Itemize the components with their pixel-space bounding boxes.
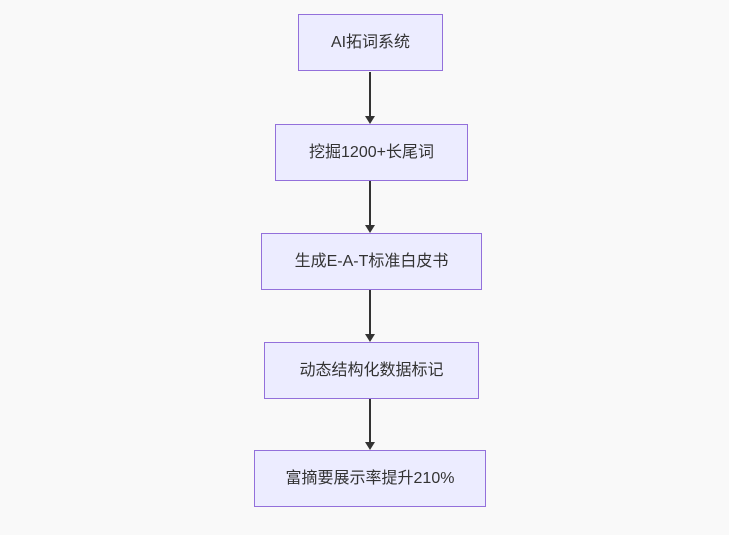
flow-node-label: 动态结构化数据标记 [299,361,444,379]
flow-node-label: AI拓词系统 [330,33,411,51]
arrow-line [369,399,371,445]
flow-arrow [361,399,379,450]
flow-node-label: 生成E-A-T标准白皮书 [294,252,449,270]
flow-arrow [361,72,379,124]
arrowhead-down-icon [365,334,375,342]
flow-node-longtail-mining: 挖掘1200+长尾词 [275,124,468,181]
flow-node-eat-whitepaper: 生成E-A-T标准白皮书 [261,233,482,290]
flow-node-rich-snippet-result: 富摘要展示率提升210% [254,450,486,507]
flow-node-label: 挖掘1200+长尾词 [309,143,434,161]
arrow-line [369,72,371,119]
flow-arrow [361,290,379,342]
arrow-line [369,290,371,337]
flow-node-structured-data-markup: 动态结构化数据标记 [264,342,479,399]
flow-arrow [361,181,379,233]
flow-node-ai-word-expansion: AI拓词系统 [298,14,443,71]
flow-node-label: 富摘要展示率提升210% [285,469,455,487]
arrowhead-down-icon [365,442,375,450]
arrowhead-down-icon [365,116,375,124]
arrow-line [369,181,371,228]
arrowhead-down-icon [365,225,375,233]
